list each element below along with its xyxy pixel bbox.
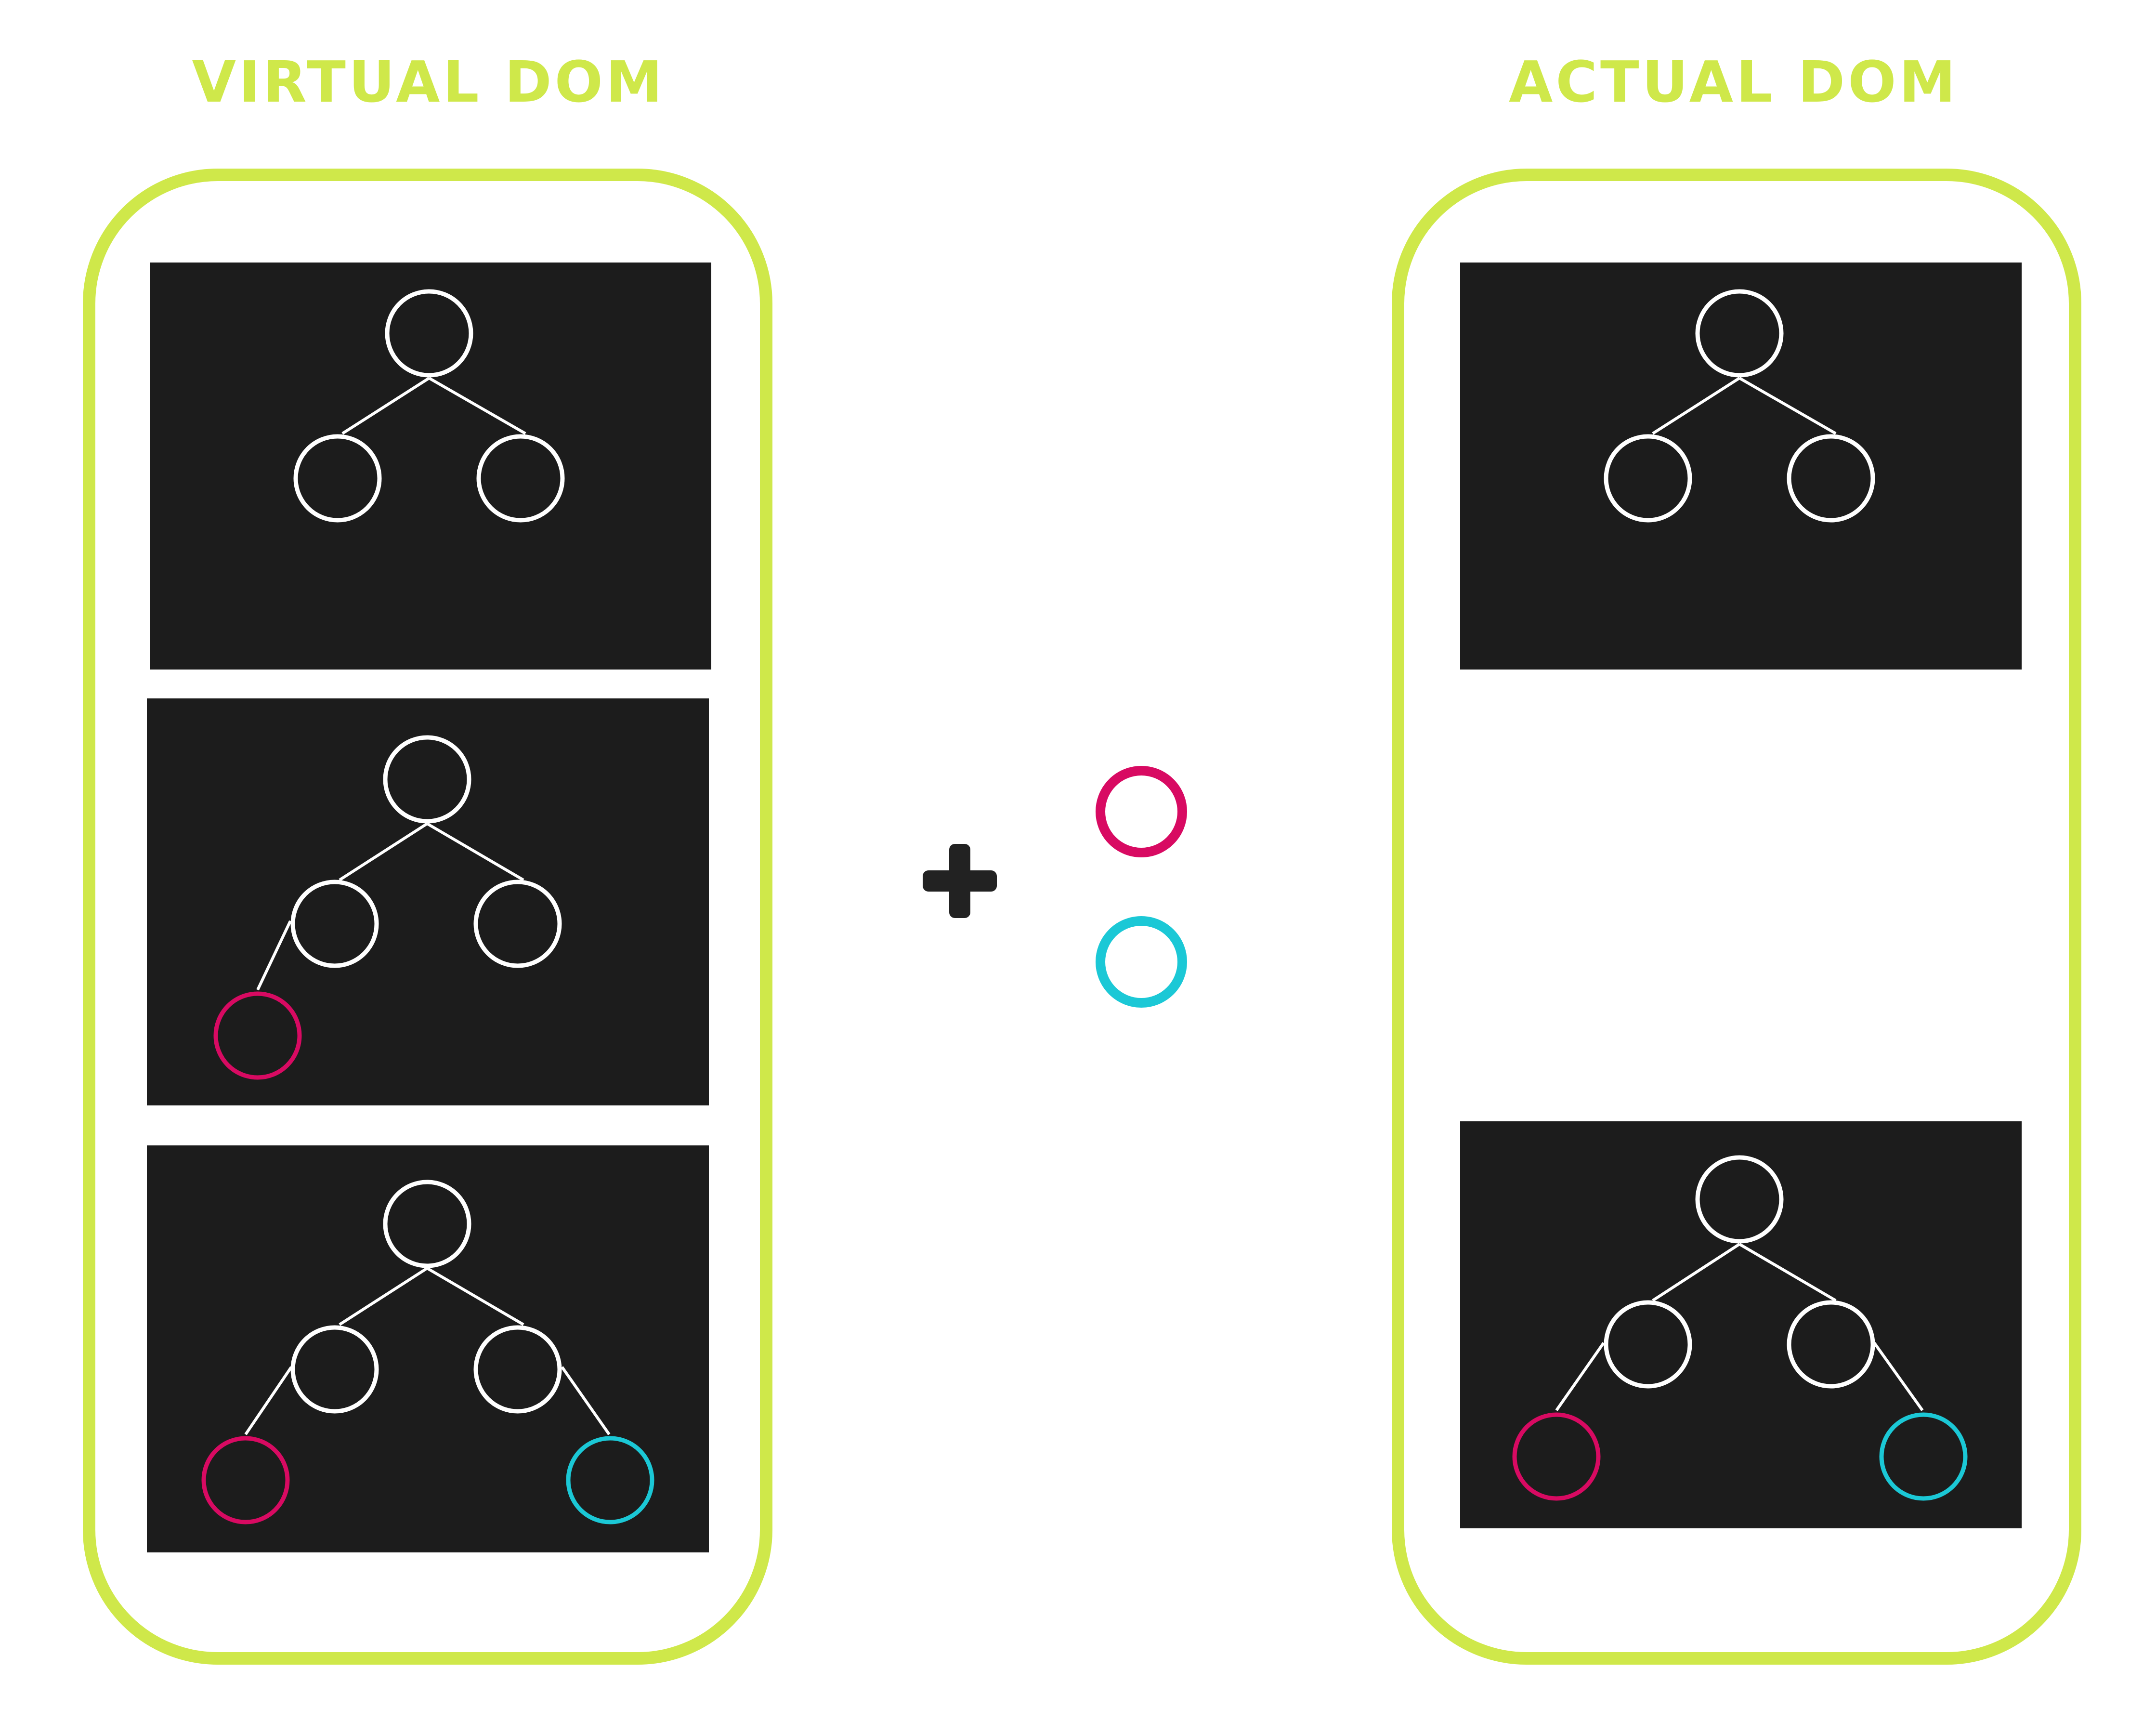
root-node-icon: [1695, 289, 1784, 378]
actual-dom-tree-final: [1460, 1121, 2022, 1528]
actual-dom-heading: ACTUAL DOM: [1509, 49, 1959, 115]
added-nodes-group: [1084, 756, 1199, 1026]
right-child-node-icon: [1787, 434, 1875, 523]
right-child-node-icon: [476, 434, 565, 523]
virtual-dom-tree-two-added: [147, 1145, 709, 1552]
edge: [426, 822, 524, 881]
virtual-dom-tree-initial: [150, 263, 711, 670]
tree-diagram: [201, 1180, 654, 1524]
edge: [428, 377, 526, 435]
edge: [341, 377, 430, 435]
edge: [339, 1267, 428, 1326]
left-child-node-icon: [290, 1325, 379, 1414]
right-child-node-icon: [1787, 1300, 1875, 1389]
right-child-node-icon: [473, 880, 562, 968]
left-child-node-icon: [290, 880, 379, 968]
virtual-dom-tree-one-added: [147, 698, 709, 1105]
virtual-dom-heading: VIRTUAL DOM: [192, 49, 666, 115]
root-node-icon: [1695, 1155, 1784, 1244]
magenta-grandchild-node-icon: [213, 991, 302, 1080]
tree-diagram: [213, 735, 562, 1080]
tree-diagram: [293, 289, 565, 523]
left-child-node-icon: [293, 434, 382, 523]
right-child-node-icon: [473, 1325, 562, 1414]
cyan-grandchild-node-icon: [566, 1436, 654, 1524]
magenta-grandchild-node-icon: [201, 1436, 290, 1524]
actual-dom-tree-initial: [1460, 263, 2022, 670]
root-node-icon: [385, 289, 473, 378]
left-child-node-icon: [1604, 434, 1692, 523]
tree-diagram: [1604, 289, 1875, 523]
root-node-icon: [383, 735, 471, 824]
edge: [1555, 1342, 1605, 1411]
edge: [1738, 1243, 1837, 1302]
edge: [339, 822, 428, 881]
edge: [1738, 377, 1837, 435]
edge: [1652, 377, 1740, 435]
edge: [244, 1366, 293, 1435]
left-child-node-icon: [1604, 1300, 1692, 1389]
magenta-node-icon: [1096, 766, 1187, 857]
root-node-icon: [383, 1180, 471, 1268]
edge: [561, 1366, 611, 1435]
cyan-node-icon: [1096, 916, 1187, 1008]
edge: [256, 920, 292, 991]
edge: [1873, 1342, 1924, 1411]
edge: [426, 1267, 524, 1326]
plus-sign-icon: [919, 840, 1001, 922]
edge: [1652, 1243, 1740, 1302]
magenta-grandchild-node-icon: [1512, 1412, 1601, 1501]
tree-diagram: [1512, 1155, 1968, 1501]
cyan-grandchild-node-icon: [1879, 1412, 1968, 1501]
